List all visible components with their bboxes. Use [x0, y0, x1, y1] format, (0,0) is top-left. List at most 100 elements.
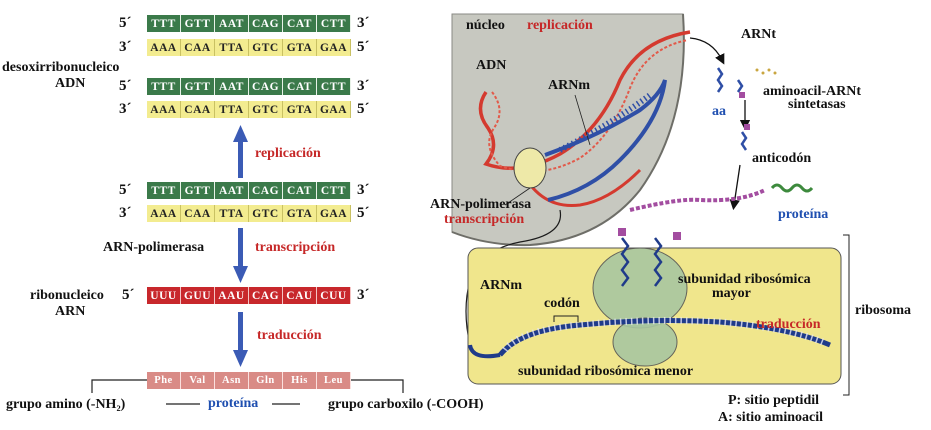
translation-label: traducción	[257, 328, 322, 343]
aminoacyl-label-line2: sintetasas	[788, 97, 846, 112]
large-subunit-label-line2: mayor	[712, 286, 751, 301]
dna-label-line2: ADN	[55, 76, 86, 91]
codon-cell: TTA	[215, 39, 249, 56]
dna1-top-3prime: 3´	[357, 15, 370, 31]
codon-cell: CAT	[283, 15, 317, 32]
rna-label-line1: ribonucleico	[30, 288, 104, 303]
replication-arrow	[233, 125, 248, 178]
codon-cell: CAT	[283, 182, 317, 199]
codon-cell: CAG	[249, 182, 283, 199]
dna3-bottom-5prime: 5´	[357, 205, 370, 221]
mrna-nuclear	[544, 79, 667, 202]
codon-cell: GTA	[283, 205, 317, 222]
amino-acid-marker	[739, 92, 745, 98]
codon-cell: AAT	[215, 15, 249, 32]
codon-cell: AAA	[147, 205, 181, 222]
codon-cell: CAG	[249, 78, 283, 95]
ribosoma-bracket	[843, 234, 850, 396]
amino-group-label: grupo amino (-NH₂)	[6, 397, 126, 412]
dna3-bottom-3prime: 3´	[119, 205, 132, 221]
residue-cell: Leu	[317, 372, 351, 389]
codon-cell: TTA	[215, 205, 249, 222]
codon-cell: TTA	[215, 101, 249, 118]
dna1-bottom-3prime: 3´	[119, 39, 132, 55]
rna-strand: UUU GUU AAU CAG CAU CUU	[147, 287, 351, 304]
trna-a-site	[653, 237, 663, 287]
codon-cell: GTT	[181, 78, 215, 95]
amino-acid-marker-2	[744, 124, 750, 130]
trna-p-site	[620, 237, 630, 287]
codon-cell: CAT	[283, 78, 317, 95]
codon-cell: GTT	[181, 182, 215, 199]
codon-cell: GTC	[249, 39, 283, 56]
protein-bracket	[91, 379, 404, 393]
dna2-top-5prime: 5´	[119, 78, 132, 94]
codon-cell: CAA	[181, 101, 215, 118]
codon-cell: GTC	[249, 101, 283, 118]
synthetase-dots	[755, 68, 777, 75]
dna1-bottom-5prime: 5´	[357, 39, 370, 55]
aa-label: aa	[712, 104, 726, 119]
rna-polymerase-label: ARN-polimerasa	[103, 240, 205, 255]
leader-arnpol	[504, 187, 531, 206]
protein-label: proteína	[208, 396, 259, 411]
residue-cell: Gln	[249, 372, 283, 389]
trna-charged	[736, 79, 748, 151]
growing-peptide	[629, 188, 766, 212]
protein-right-label: proteína	[778, 207, 829, 222]
codon-cell: GAA	[317, 39, 351, 56]
p-site-label: P: sitio peptidil	[728, 393, 820, 408]
codon-cell: AAU	[215, 287, 249, 304]
codon-label: codón	[544, 296, 580, 311]
codon-cell: UUU	[147, 287, 181, 304]
residue-cell: Phe	[147, 372, 181, 389]
codon-cell: AAA	[147, 39, 181, 56]
codon-cell: TTT	[147, 15, 181, 32]
translation-arrow	[233, 312, 248, 367]
residue-cell: Asn	[215, 372, 249, 389]
dna1-top-5prime: 5´	[119, 15, 132, 31]
residue-cell: Val	[181, 372, 215, 389]
dna2-top-3prime: 3´	[357, 78, 370, 94]
trna-export-arrow	[689, 37, 725, 65]
codon-cell: GTA	[283, 101, 317, 118]
codon-cell: GTC	[249, 205, 283, 222]
codon-cell: TTT	[147, 78, 181, 95]
codon-cell: GAA	[317, 205, 351, 222]
codon-cell: GTT	[181, 15, 215, 32]
mrna-ribosome-label: ARNm	[480, 278, 522, 293]
codon-cell: CUU	[317, 287, 351, 304]
leader-arnm	[574, 94, 591, 146]
dna-label: ADN	[476, 58, 507, 73]
mrna-nuclear-label: ARNm	[548, 78, 590, 93]
dna3-top-strand: TTT GTT AAT CAG CAT CTT	[147, 182, 351, 199]
dna2-bottom-3prime: 3´	[119, 101, 132, 117]
transcription-arrow	[233, 228, 248, 283]
dna3-top-5prime: 5´	[119, 182, 132, 198]
codon-cell: CTT	[317, 78, 351, 95]
ribosome-large-subunit	[592, 247, 688, 329]
trna-label: ARNt	[741, 27, 776, 42]
dna2-top-strand: TTT GTT AAT CAG CAT CTT	[147, 78, 351, 95]
small-subunit-label: subunidad ribosómica menor	[518, 364, 694, 379]
codon-cell: TTT	[147, 182, 181, 199]
mrna-ticks	[558, 92, 652, 153]
dna2-bottom-5prime: 5´	[357, 101, 370, 117]
a-site-label: A: sitio aminoacil	[718, 410, 823, 425]
dna-label-line1: desoxirribonucleico	[2, 60, 120, 75]
codon-cell: AAT	[215, 182, 249, 199]
trna-free	[716, 67, 724, 93]
codon-cell: GTA	[283, 39, 317, 56]
aa-a-site	[673, 232, 681, 240]
codon-cell: CAU	[283, 287, 317, 304]
rna-polymerase	[513, 147, 547, 189]
ribosome-small-subunit	[612, 317, 678, 367]
codon-cell: CAG	[249, 287, 283, 304]
ribosome-translation-label: traducción	[756, 317, 821, 332]
codon-cell: CAG	[249, 15, 283, 32]
codon-cell: AAA	[147, 101, 181, 118]
dna1-bottom-strand: AAA CAA TTA GTC GTA GAA	[147, 39, 351, 56]
rna-polymerase-right-label: ARN-polimerasa	[430, 197, 532, 212]
codon-cell: CTT	[317, 182, 351, 199]
